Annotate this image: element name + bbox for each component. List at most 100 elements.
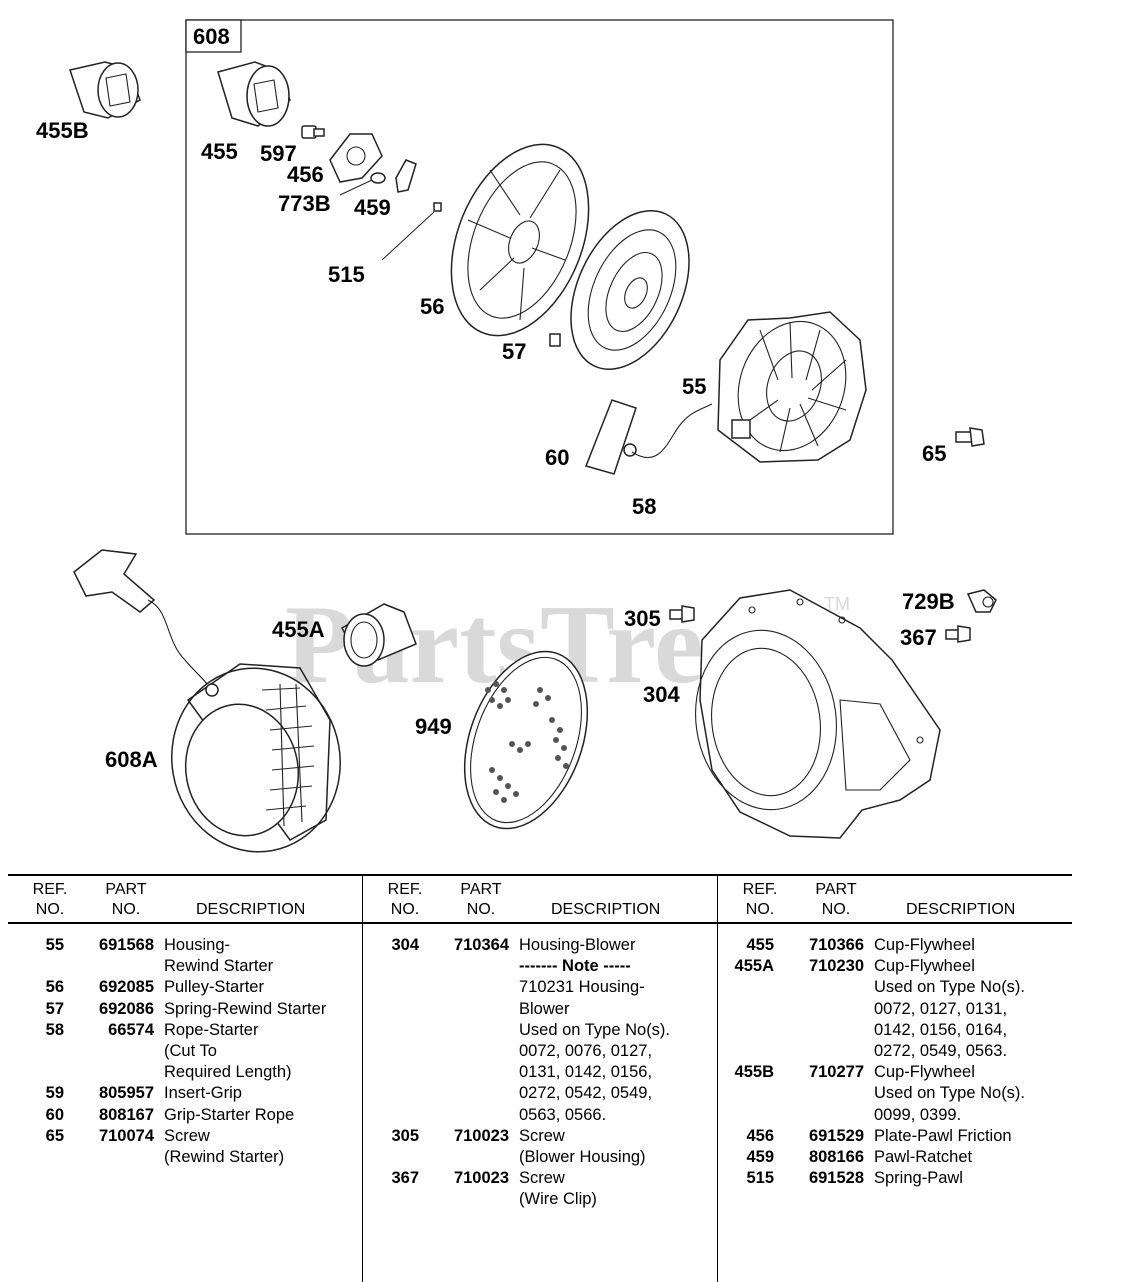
description-cell: Pulley-Starter xyxy=(164,978,264,997)
part-no-cell: 710230 xyxy=(808,957,864,976)
flywheel-cup-455a[interactable] xyxy=(340,603,417,667)
header-description: DESCRIPTION xyxy=(196,901,306,918)
callout-515: 515 xyxy=(328,262,365,287)
starter-grip-60[interactable] xyxy=(584,399,637,475)
pawl-ratchet-459[interactable] xyxy=(395,159,417,193)
description-cell: Spring-Rewind Starter xyxy=(164,999,327,1018)
part-no-cell: 805957 xyxy=(98,1084,154,1103)
ref-no-cell: 60 xyxy=(45,1105,64,1124)
clip-773b[interactable] xyxy=(370,172,386,184)
housing-rewind-starter-55[interactable] xyxy=(717,306,867,466)
callout-773b: 773B xyxy=(278,191,331,216)
callout-456: 456 xyxy=(287,162,324,187)
header-part-no: PART NO. xyxy=(460,881,502,918)
part-no-cell: 691568 xyxy=(98,936,154,954)
callout-608a: 608A xyxy=(105,747,158,772)
part-no-cell: 710366 xyxy=(808,936,864,954)
screw-65[interactable] xyxy=(955,427,985,447)
flywheel-cup-455b[interactable] xyxy=(69,61,141,119)
part-no-cell: 710023 xyxy=(453,1169,509,1188)
column-header: REF. NO. PART NO. DESCRIPTION xyxy=(363,876,717,924)
callout-455b: 455B xyxy=(36,118,89,143)
ref-no-cell: 455B xyxy=(734,1063,774,1082)
description-cell: Screw (Wire Clip) xyxy=(519,1169,597,1209)
header-ref-no: REF. NO. xyxy=(387,881,423,918)
rewind-spring-57[interactable] xyxy=(547,192,712,388)
description-cell: Screw (Rewind Starter) xyxy=(164,1126,285,1167)
description-cell: ------- Note ----- xyxy=(519,957,631,976)
ref-no-cell: 57 xyxy=(45,999,64,1018)
callout-459: 459 xyxy=(354,195,391,220)
ref-no-cell: 459 xyxy=(746,1148,774,1167)
ref-no-cell: 367 xyxy=(391,1169,419,1188)
ref-no-cell: 455 xyxy=(746,936,774,954)
pawl-plate-456[interactable] xyxy=(329,133,383,183)
callout-58: 58 xyxy=(632,494,656,519)
trademark: TM xyxy=(824,594,850,614)
header-part-no: PART NO. xyxy=(815,881,857,918)
description-cell: Plate-Pawl Friction xyxy=(874,1126,1012,1145)
starter-rope-58[interactable] xyxy=(631,403,713,459)
table-row: 455 710366 Cup-Flywheel xyxy=(718,935,1072,956)
kit-608-label-box xyxy=(185,19,242,53)
part-no-cell: 692086 xyxy=(98,999,154,1018)
screw-305[interactable] xyxy=(669,605,695,623)
rewind-starter-608a[interactable] xyxy=(73,549,355,865)
callout-455: 455 xyxy=(201,139,238,164)
part-no-cell: 710023 xyxy=(453,1126,509,1145)
callout-60: 60 xyxy=(545,445,569,470)
description-cell: Cup-Flywheel Used on Type No(s). 0099, 0… xyxy=(874,1063,1026,1124)
wire-clip-729b[interactable] xyxy=(966,589,997,613)
part-no-cell: 66574 xyxy=(108,1020,154,1039)
ref-no-cell: 56 xyxy=(45,978,64,997)
part-no-cell: 692085 xyxy=(98,978,154,997)
part-no-cell: 808166 xyxy=(808,1148,864,1167)
header-ref-no: REF. NO. xyxy=(32,881,68,918)
table-row: 56 692085 Pulley-Starter xyxy=(8,977,362,998)
blower-housing-304[interactable] xyxy=(684,589,941,839)
callout-57: 57 xyxy=(502,339,526,364)
screen-949[interactable] xyxy=(442,634,610,845)
parts-rows: 55 691568 Housing- Rewind Starter 56 692085 P… xyxy=(8,924,362,1168)
flywheel-cup-455[interactable] xyxy=(217,61,291,127)
screw-367[interactable] xyxy=(945,625,971,643)
ref-no-cell xyxy=(363,956,419,977)
table-row: 55 691568 Housing- Rewind Starter xyxy=(8,935,362,977)
description-cell: Rope-Starter (Cut To Required Length) xyxy=(164,1020,292,1082)
ref-no-cell: 58 xyxy=(45,1020,64,1039)
column-header: REF. NO. PART NO. DESCRIPTION xyxy=(718,876,1072,924)
kit-608-box xyxy=(185,19,894,535)
description-cell: Cup-Flywheel xyxy=(874,936,975,954)
parts-table: REF. NO. PART NO. DESCRIPTION 55 691568 Ho… xyxy=(8,874,1072,1282)
spring-515[interactable] xyxy=(433,202,442,212)
ref-no-cell: 55 xyxy=(45,936,64,954)
description-cell: Housing- Rewind Starter xyxy=(164,936,274,976)
part-no-cell: 691529 xyxy=(808,1126,864,1145)
callout-55: 55 xyxy=(682,374,706,399)
ref-no-cell: 515 xyxy=(746,1169,774,1188)
table-row: 367 710023 Screw (Wire Clip) xyxy=(363,1168,717,1210)
ref-no-cell: 304 xyxy=(391,936,419,954)
description-cell: Grip-Starter Rope xyxy=(164,1105,295,1124)
part-no-cell: 710074 xyxy=(98,1126,154,1145)
callout-949: 949 xyxy=(415,714,452,739)
pulley-56[interactable] xyxy=(425,124,615,356)
callout-367: 367 xyxy=(900,625,937,650)
callout-608: 608 xyxy=(193,24,230,49)
callout-455a: 455A xyxy=(272,617,325,642)
screw-597[interactable] xyxy=(301,125,325,139)
callout-304: 304 xyxy=(643,682,680,707)
table-row: 57 692086 Spring-Rewind Starter xyxy=(8,999,362,1020)
table-row: 58 66574 Rope-Starter (Cut To Required Len… xyxy=(8,1020,362,1084)
